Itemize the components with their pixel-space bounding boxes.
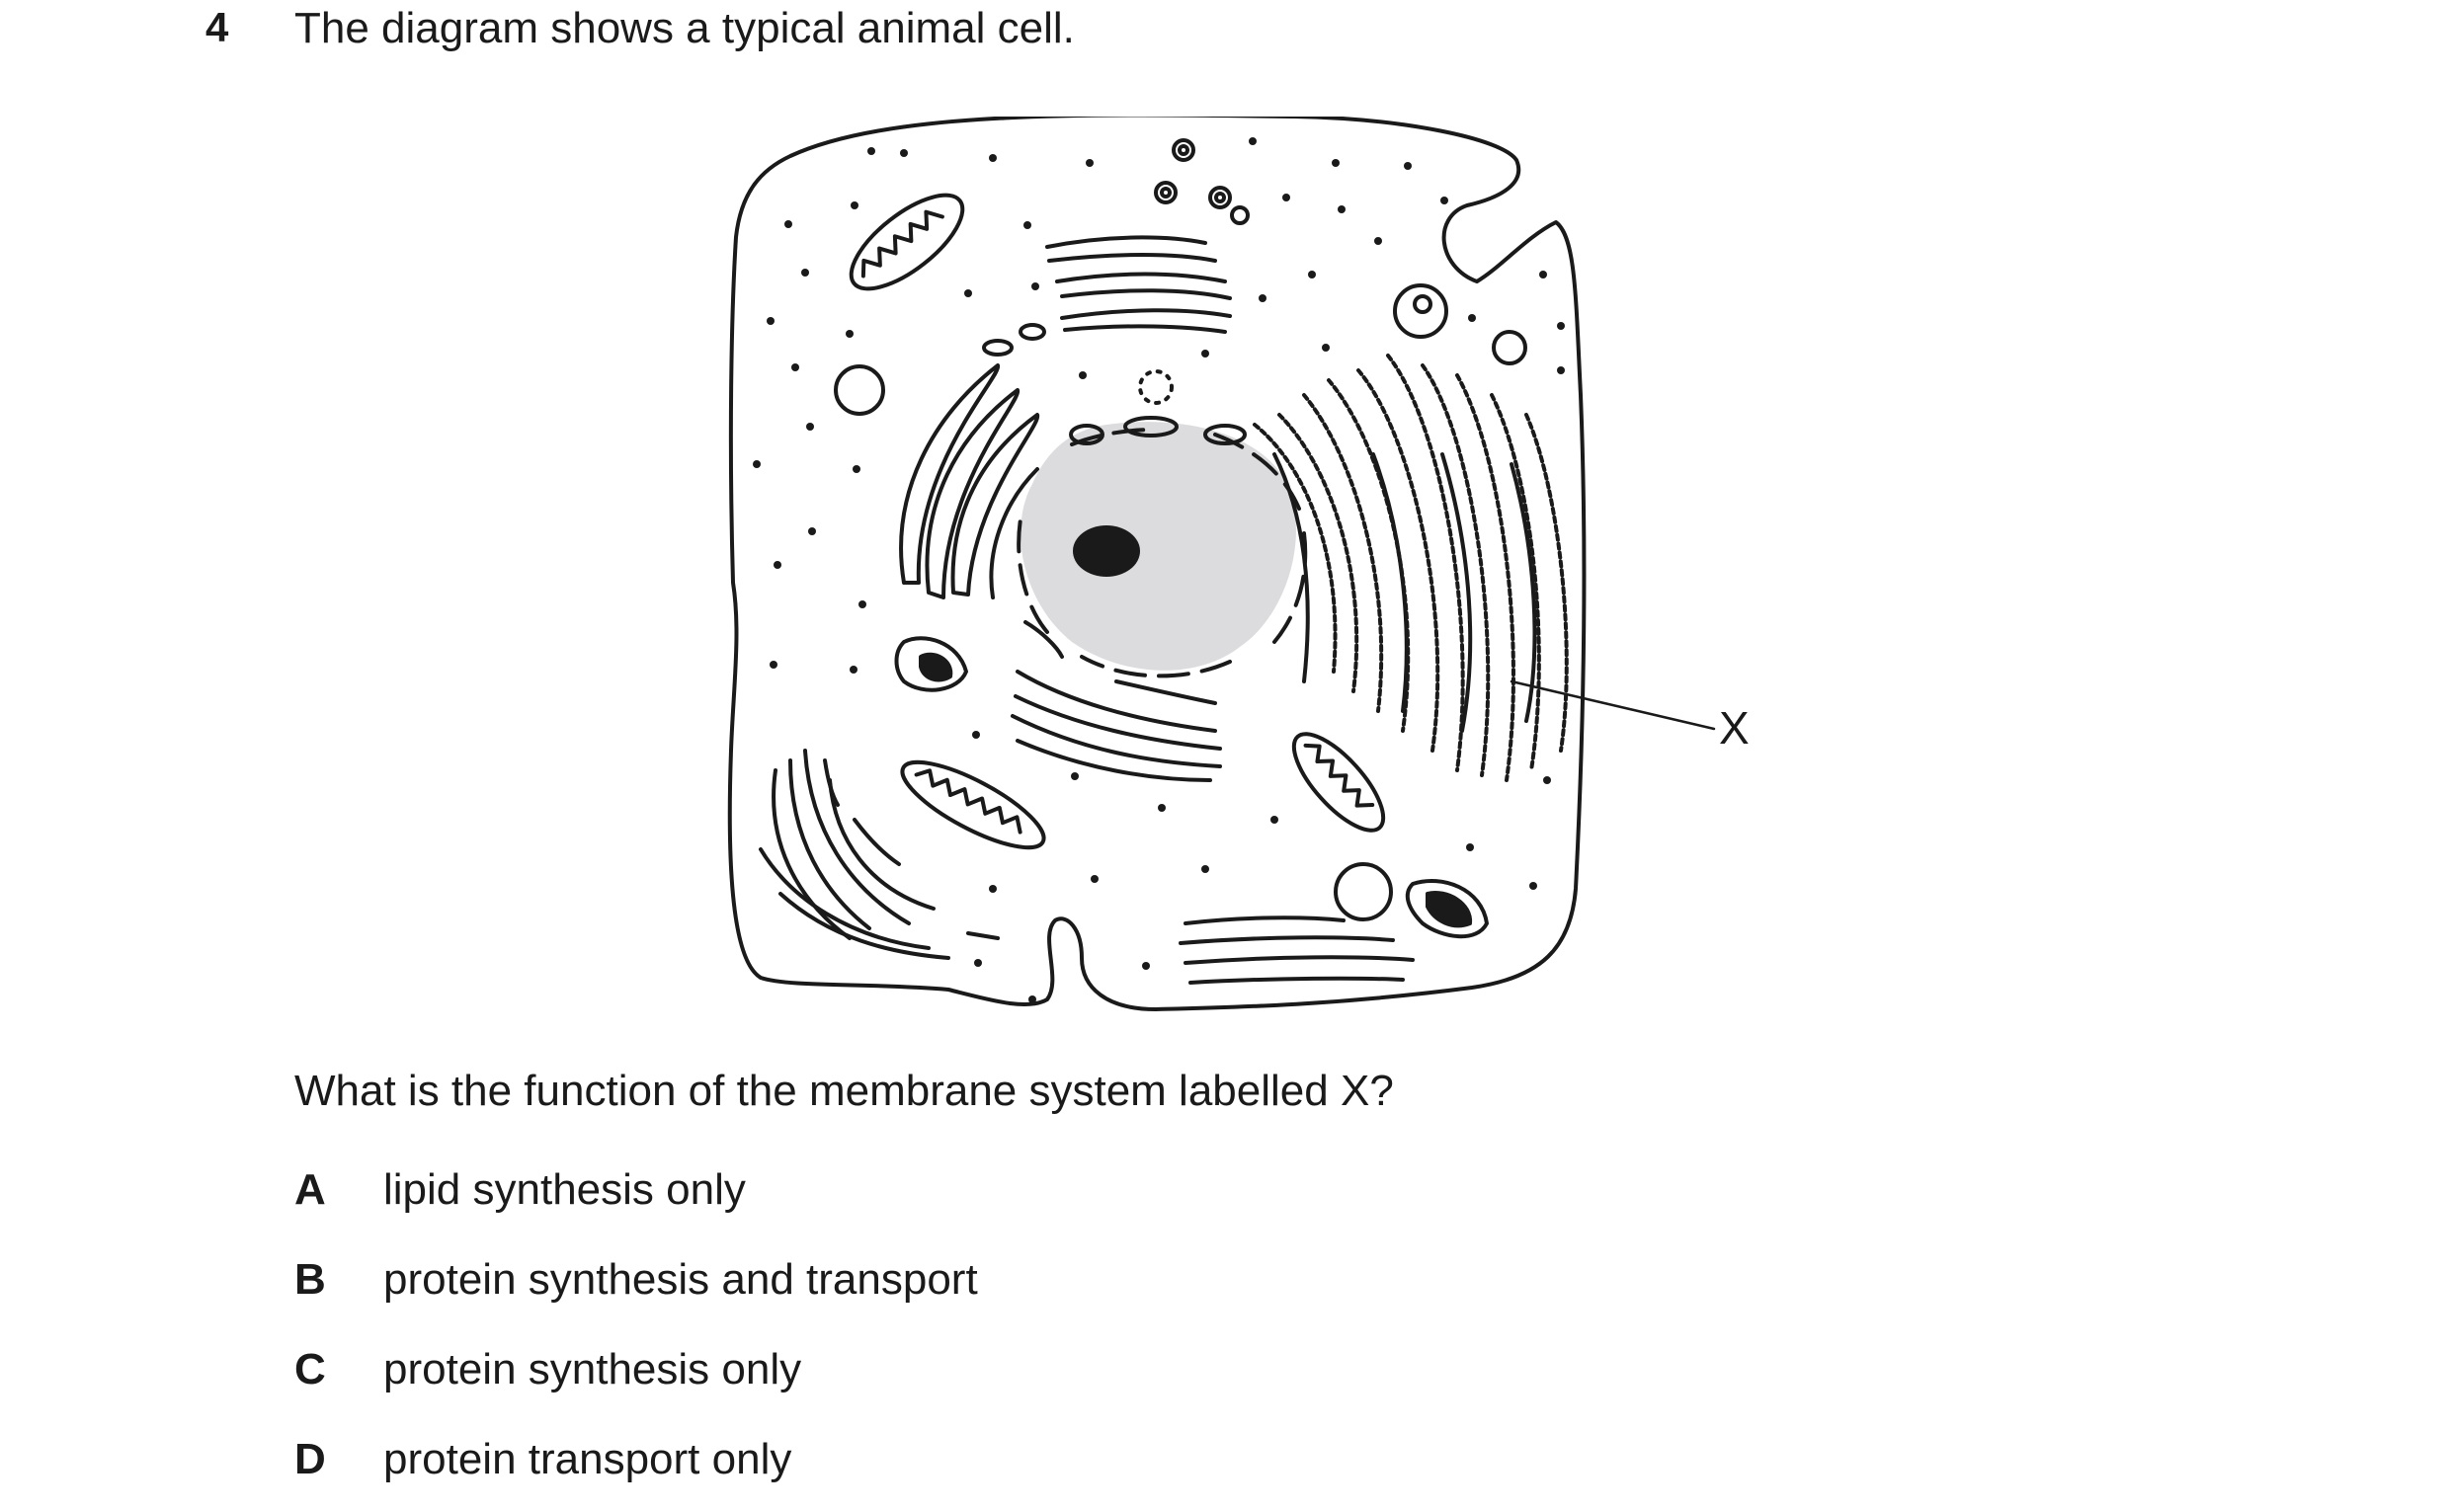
- question-stem: The diagram shows a typical animal cell.: [294, 4, 1075, 52]
- cell-membrane: [727, 117, 1587, 1011]
- option-text: protein synthesis only: [383, 1345, 802, 1393]
- nucleolus: [1073, 525, 1140, 577]
- label-x: X: [1719, 702, 1750, 754]
- mitochondrion: [900, 759, 1046, 850]
- option-text: protein synthesis and transport: [383, 1255, 978, 1304]
- option-text: lipid synthesis only: [383, 1165, 746, 1214]
- option-text: protein transport only: [383, 1435, 792, 1483]
- option-letter: A: [294, 1165, 326, 1214]
- ribosome-dots: [753, 137, 1565, 1003]
- rough-er: [1253, 354, 1569, 782]
- question-prompt: What is the function of the membrane sys…: [294, 1067, 1394, 1115]
- question-number: 4: [205, 4, 229, 50]
- mitochondrion: [849, 193, 965, 291]
- option-letter: C: [294, 1345, 326, 1393]
- label-x-pointer: [1510, 679, 1716, 731]
- option-letter: D: [294, 1435, 326, 1483]
- option-letter: B: [294, 1255, 326, 1304]
- mitochondrion: [1291, 732, 1386, 833]
- animal-cell-diagram: X: [727, 117, 1750, 1011]
- nucleus: [1021, 422, 1296, 671]
